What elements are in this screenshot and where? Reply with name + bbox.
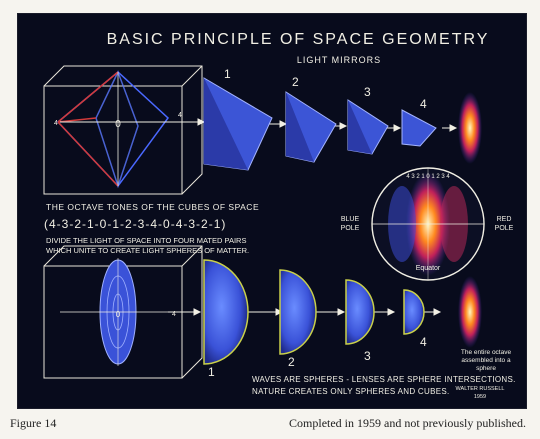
light-mirror-2 — [285, 91, 337, 163]
bottom-light-flare — [458, 276, 482, 348]
top-cube — [43, 65, 203, 195]
space-geometry-diagram: BASIC PRINCIPLE OF SPACE GEOMETRY LIGHT … — [43, 31, 516, 400]
top-number-4: 4 — [420, 97, 427, 111]
waves-line-1: WAVES ARE SPHERES - LENSES ARE SPHERE IN… — [252, 375, 516, 384]
bottom-number-3: 3 — [364, 349, 371, 363]
waves-line-2: NATURE CREATES ONLY SPHERES AND CUBES. — [252, 387, 450, 396]
blue-pole-label: BLUE — [341, 216, 360, 223]
octave-heading: THE OCTAVE TONES OF THE CUBES OF SPACE — [46, 202, 259, 212]
octave-note-1: The entire octave — [461, 349, 512, 356]
diagram-title: BASIC PRINCIPLE OF SPACE GEOMETRY — [107, 31, 490, 48]
light-mirror-4 — [401, 109, 437, 147]
completion-note: Completed in 1959 and not previously pub… — [289, 416, 526, 430]
light-sphere-4 — [403, 289, 425, 335]
red-pole-label: RED — [497, 216, 512, 223]
bottom-number-4: 4 — [420, 335, 427, 349]
chalkboard-painting: BASIC PRINCIPLE OF SPACE GEOMETRY LIGHT … — [18, 14, 526, 408]
divide-line-1: DIVIDE THE LIGHT OF SPACE INTO FOUR MATE… — [46, 236, 246, 245]
divide-line-2: WHICH UNITE TO CREATE LIGHT SPHERES OF M… — [46, 246, 249, 255]
signature-name: WALTER RUSSELL — [456, 386, 505, 392]
bottom-number-2: 2 — [288, 355, 295, 369]
bottom-row-arrows — [168, 308, 442, 316]
cube-axis-zero: 0 — [115, 119, 121, 130]
bottom-axis-numbers: 4 — [172, 311, 176, 318]
octave-note-3: sphere — [476, 365, 496, 372]
equator-label: Equator — [416, 265, 441, 272]
signature-year: 1959 — [474, 394, 486, 400]
top-light-flare — [458, 92, 482, 164]
figure-caption: Figure 14 — [10, 416, 57, 430]
polar-circle — [371, 167, 485, 281]
diagram-subtitle: LIGHT MIRRORS — [297, 55, 381, 65]
circle-top-digits: 4 3 2 1 0 1 2 3 4 — [406, 174, 450, 180]
cube-axis-four-left: 4 — [54, 120, 58, 127]
octave-sequence: (4-3-2-1-0-1-2-3-4-0-4-3-2-1) — [44, 217, 226, 231]
bottom-cube-lens — [60, 258, 176, 366]
red-pole-label-2: POLE — [495, 225, 514, 232]
bottom-number-1: 1 — [208, 365, 215, 379]
octave-note-2: assembled into a — [461, 357, 511, 364]
light-mirror-1 — [203, 77, 273, 171]
light-sphere-3 — [345, 279, 375, 345]
octahedron — [56, 70, 180, 189]
cube-axis-four-right: 4 — [178, 112, 182, 119]
blue-pole-label-2: POLE — [341, 225, 360, 232]
bottom-cube-zero: 0 — [116, 310, 121, 319]
light-sphere-2 — [279, 269, 317, 355]
top-number-3: 3 — [364, 85, 371, 99]
light-mirror-3 — [347, 99, 389, 155]
top-number-1: 1 — [224, 67, 231, 81]
top-number-2: 2 — [292, 75, 299, 89]
light-sphere-1 — [203, 259, 249, 365]
